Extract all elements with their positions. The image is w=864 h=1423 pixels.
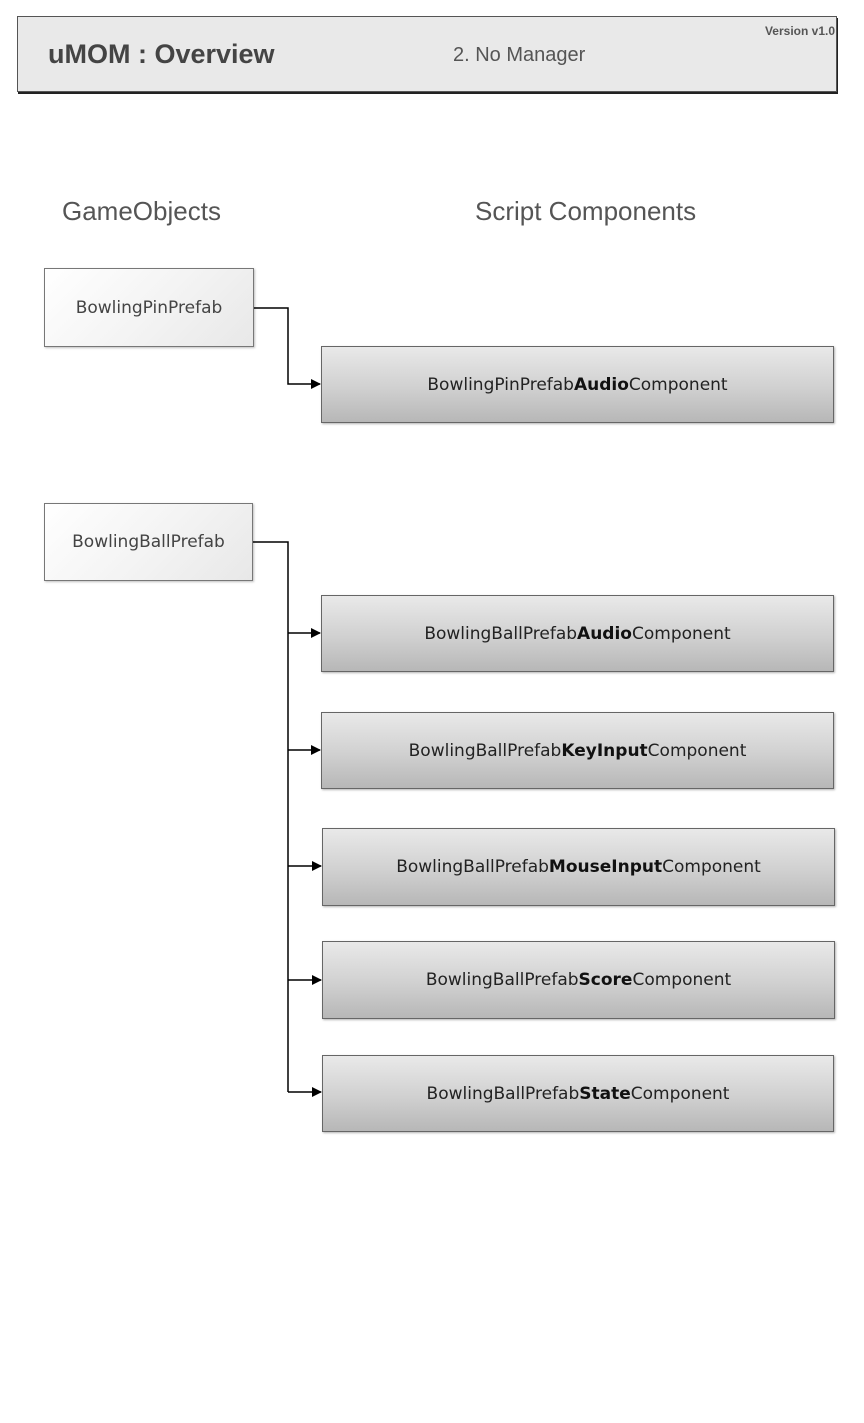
component-name: Audio bbox=[577, 623, 632, 644]
component-suffix: Component bbox=[631, 623, 731, 644]
component-suffix: Component bbox=[647, 740, 747, 761]
component-prefix: BowlingBallPrefab bbox=[408, 740, 562, 761]
component-suffix: Component bbox=[630, 1083, 730, 1104]
page-title: uMOM : Overview bbox=[48, 39, 275, 69]
page-subtitle: 2. No Manager bbox=[453, 44, 586, 66]
component-suffix: Component bbox=[632, 970, 732, 990]
component-prefix: BowlingBallPrefab bbox=[426, 1083, 580, 1104]
component-name: Score bbox=[578, 970, 633, 990]
component-prefix: BowlingBallPrefab bbox=[396, 857, 549, 877]
gameobject-bowlingballprefab: BowlingBallPrefab bbox=[44, 503, 253, 581]
version-label: Version v1.0 bbox=[764, 24, 835, 38]
component-prefix: BowlingPinPrefab bbox=[427, 374, 574, 395]
component-prefix: BowlingBallPrefab bbox=[424, 623, 578, 644]
component-name: Audio bbox=[573, 374, 629, 395]
gameobject-bowlingpinprefab: BowlingPinPrefab bbox=[44, 268, 254, 347]
connector-pin-audio bbox=[253, 307, 321, 389]
script-components-heading: Script Components bbox=[475, 196, 697, 226]
gameobjects-heading: GameObjects bbox=[62, 196, 221, 226]
connector-ball-trunk bbox=[252, 541, 289, 1092]
component-name: MouseInput bbox=[548, 857, 663, 877]
header-panel: uMOM : Overview 2. No Manager Version v1… bbox=[17, 16, 837, 92]
component-suffix: Component bbox=[662, 857, 761, 877]
component-suffix: Component bbox=[628, 374, 728, 395]
component-name: KeyInput bbox=[561, 740, 648, 761]
component-prefix: BowlingBallPrefab bbox=[425, 970, 579, 990]
component-name: State bbox=[579, 1083, 631, 1104]
